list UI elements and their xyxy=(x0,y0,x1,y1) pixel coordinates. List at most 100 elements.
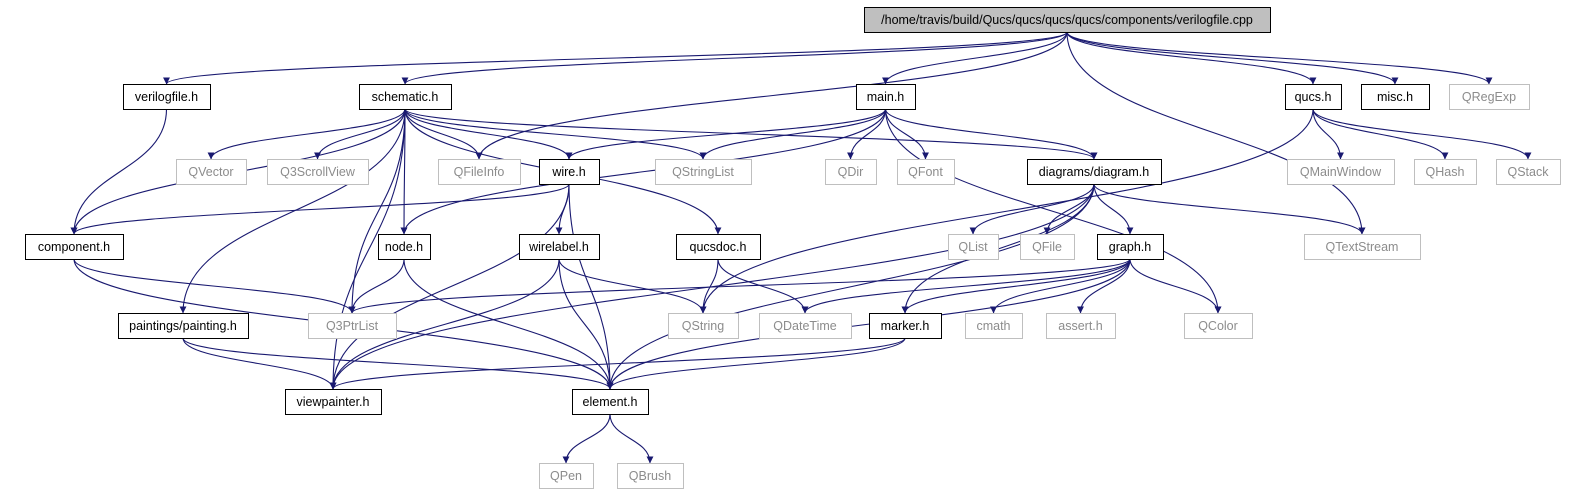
node-painting[interactable]: paintings/painting.h xyxy=(118,313,249,339)
node-asserth-label: assert.h xyxy=(1058,319,1103,333)
node-q3scrollview-label: Q3ScrollView xyxy=(280,165,356,179)
node-qstack-label: QStack xyxy=(1508,165,1550,179)
node-node[interactable]: node.h xyxy=(378,234,431,260)
edge-main-to-qdir xyxy=(847,108,887,160)
node-qbrush-box xyxy=(617,463,684,489)
node-main[interactable]: main.h xyxy=(856,84,916,110)
node-qucsdoc-label: qucsdoc.h xyxy=(690,240,747,254)
node-viewpainter-box xyxy=(285,389,382,415)
node-qmainwindow-label: QMainWindow xyxy=(1300,165,1382,179)
node-qdatetime-label: QDateTime xyxy=(773,319,836,333)
node-qfont-box xyxy=(897,159,955,185)
edge-root-to-qtextstream xyxy=(1066,31,1366,235)
node-qucs-label: qucs.h xyxy=(1295,90,1332,104)
edge-schematic-to-wire xyxy=(404,108,573,160)
edge-qucs-to-qstack xyxy=(1312,108,1532,160)
edge-painting-to-viewpainter xyxy=(182,337,337,390)
node-qpen-box xyxy=(539,463,594,489)
edge-painting-to-element xyxy=(182,337,614,390)
node-painting-box xyxy=(118,313,249,339)
edge-marker-to-element xyxy=(606,337,906,390)
node-qregexp-box xyxy=(1449,84,1530,110)
node-qstringlist: QStringList xyxy=(655,159,752,185)
node-qvector: QVector xyxy=(176,159,247,185)
edge-root-to-qfileinfo xyxy=(475,31,1068,160)
node-main-label: main.h xyxy=(867,90,905,104)
node-qtextstream-box xyxy=(1304,234,1421,260)
node-wire[interactable]: wire.h xyxy=(539,159,600,185)
node-q3ptrlist-label: Q3PtrList xyxy=(326,319,379,333)
node-graph-box xyxy=(1097,234,1164,260)
node-root[interactable]: /home/travis/build/Qucs/qucs/qucs/qucs/c… xyxy=(864,7,1271,33)
edge-main-to-node xyxy=(400,108,887,235)
node-graph[interactable]: graph.h xyxy=(1097,234,1164,260)
node-misc-label: misc.h xyxy=(1377,90,1413,104)
node-verilogfile-box xyxy=(123,84,211,110)
edge-diagram-to-element xyxy=(606,183,1095,390)
edge-diagram-to-qtextstream xyxy=(1093,183,1366,235)
node-qstack: QStack xyxy=(1496,159,1561,185)
node-q3ptrlist-box xyxy=(308,313,397,339)
node-qucsdoc[interactable]: qucsdoc.h xyxy=(676,234,761,260)
node-qstringlist-box xyxy=(655,159,752,185)
node-qlist-label: QList xyxy=(958,240,988,254)
node-root-label: /home/travis/build/Qucs/qucs/qucs/qucs/c… xyxy=(881,13,1253,27)
edge-schematic-to-q3scrollview xyxy=(314,108,406,160)
node-qlist-box xyxy=(948,234,999,260)
edge-wirelabel-to-qstring xyxy=(558,258,707,314)
edge-diagram-to-graph xyxy=(1093,183,1134,235)
node-verilogfile-label: verilogfile.h xyxy=(135,90,198,104)
edge-main-to-qstringlist xyxy=(699,108,887,160)
node-qmainwindow: QMainWindow xyxy=(1287,159,1395,185)
edge-wirelabel-to-element xyxy=(558,258,614,390)
node-misc-box xyxy=(1361,84,1430,110)
node-main-box xyxy=(856,84,916,110)
node-qstring: QString xyxy=(668,313,739,339)
edge-wire-to-component xyxy=(70,183,570,235)
node-qregexp-label: QRegExp xyxy=(1462,90,1516,104)
node-qstack-box xyxy=(1496,159,1561,185)
edge-schematic-to-painting xyxy=(179,108,406,314)
edge-qucs-to-qhash xyxy=(1312,108,1449,160)
edge-root-to-schematic xyxy=(401,31,1068,85)
node-qucs[interactable]: qucs.h xyxy=(1285,84,1342,110)
node-schematic[interactable]: schematic.h xyxy=(359,84,452,110)
node-qhash-box xyxy=(1414,159,1477,185)
node-qucsdoc-box xyxy=(676,234,761,260)
node-viewpainter[interactable]: viewpainter.h xyxy=(285,389,382,415)
edge-marker-to-viewpainter xyxy=(329,337,906,390)
node-asserth-box xyxy=(1046,313,1116,339)
node-qcolor-box xyxy=(1184,313,1253,339)
node-qlist: QList xyxy=(948,234,999,260)
edge-wire-to-element xyxy=(568,183,614,390)
node-element[interactable]: element.h xyxy=(572,389,649,415)
node-wirelabel-label: wirelabel.h xyxy=(528,240,589,254)
node-marker-label: marker.h xyxy=(881,319,930,333)
edge-root-to-misc xyxy=(1066,31,1399,85)
node-qtextstream: QTextStream xyxy=(1304,234,1421,260)
edge-graph-to-asserth xyxy=(1077,258,1131,314)
node-graph-label: graph.h xyxy=(1109,240,1151,254)
edge-graph-to-qdatetime xyxy=(801,258,1131,314)
edge-qucs-to-qstring xyxy=(699,108,1314,314)
node-component[interactable]: component.h xyxy=(25,234,124,260)
edge-main-to-diagram xyxy=(884,108,1098,160)
node-wirelabel[interactable]: wirelabel.h xyxy=(519,234,600,260)
node-qhash: QHash xyxy=(1414,159,1477,185)
node-qvector-box xyxy=(176,159,247,185)
node-verilogfile[interactable]: verilogfile.h xyxy=(123,84,211,110)
node-qbrush-label: QBrush xyxy=(629,469,671,483)
edge-node-to-q3ptrlist xyxy=(348,258,405,314)
node-qregexp: QRegExp xyxy=(1449,84,1530,110)
node-misc[interactable]: misc.h xyxy=(1361,84,1430,110)
edge-root-to-main xyxy=(882,31,1068,85)
node-wire-box xyxy=(539,159,600,185)
node-element-label: element.h xyxy=(583,395,638,409)
node-marker[interactable]: marker.h xyxy=(869,313,942,339)
node-root-box xyxy=(864,7,1271,33)
node-diagram[interactable]: diagrams/diagram.h xyxy=(1027,159,1162,185)
node-qdatetime-box xyxy=(759,313,852,339)
node-qfileinfo-box xyxy=(438,159,521,185)
edge-schematic-to-diagram xyxy=(404,108,1098,160)
